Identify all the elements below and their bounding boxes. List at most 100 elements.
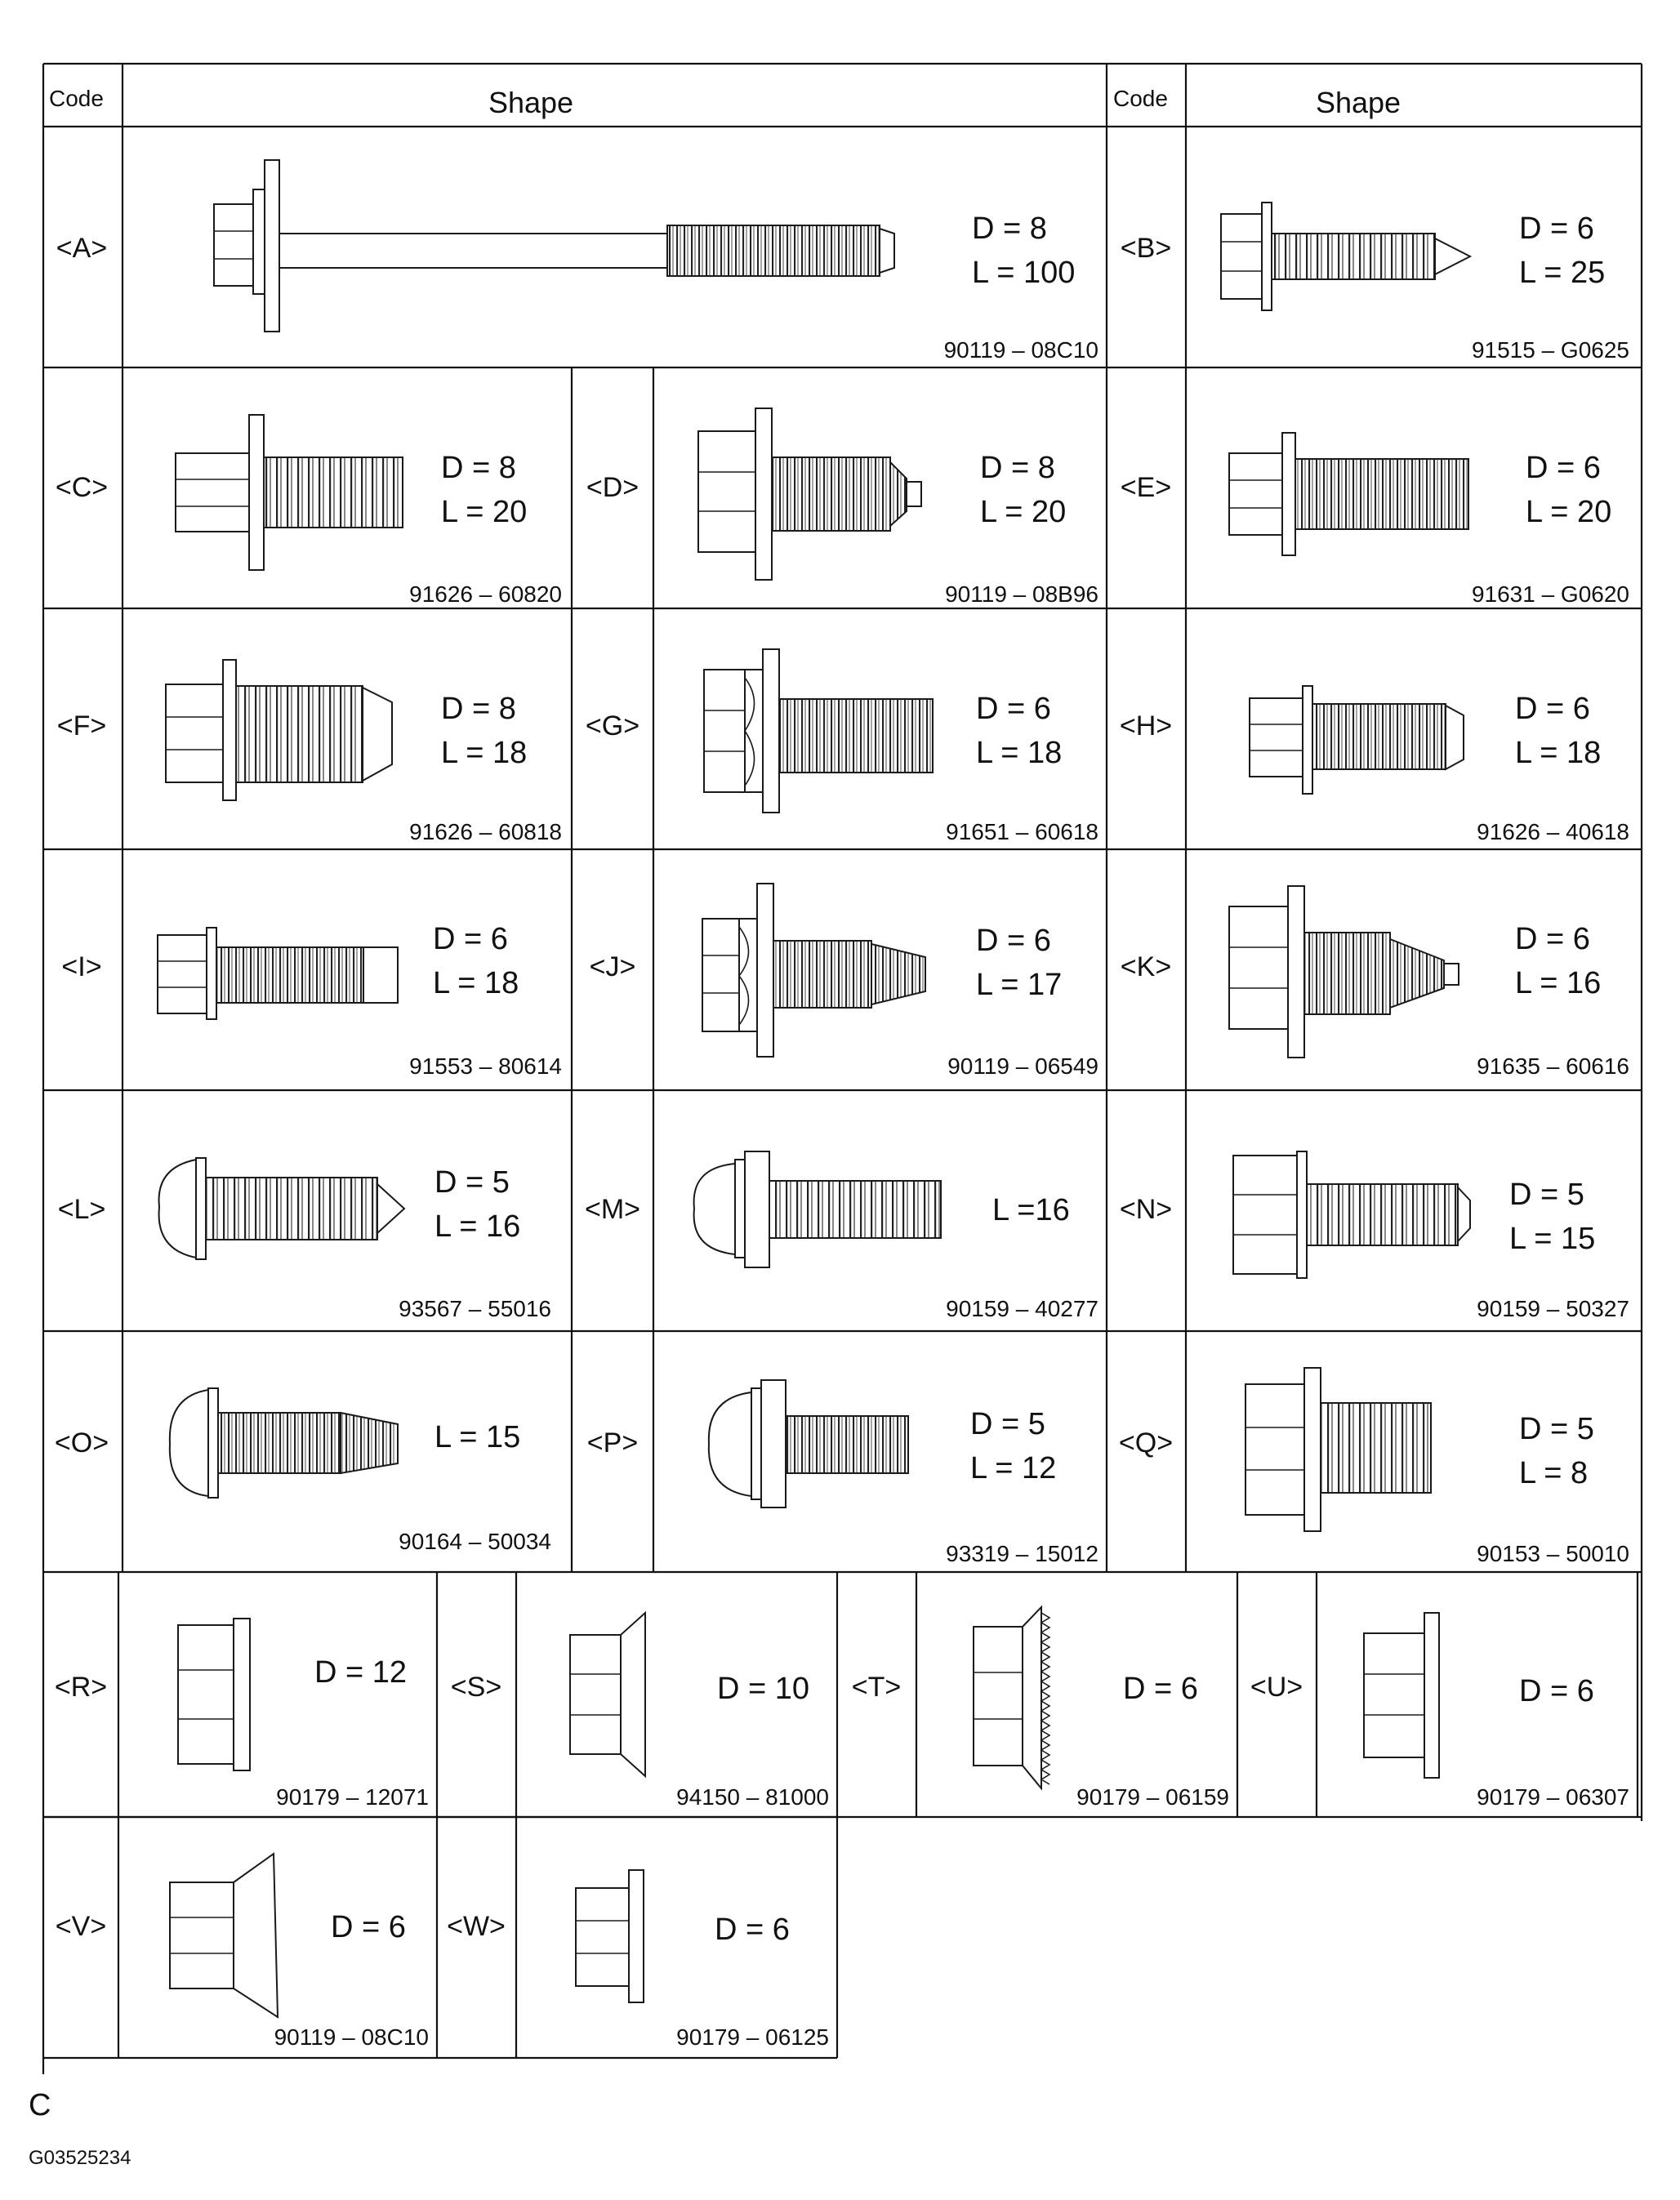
pan-head-screw-icon <box>168 1387 399 1499</box>
part-length: L = 20 <box>441 495 527 529</box>
part-code: <D> <box>586 472 639 503</box>
tapping-screw-icon <box>1220 202 1473 311</box>
part-code: <G> <box>586 710 639 741</box>
flange-bolt-icon <box>165 659 393 801</box>
section-letter: C <box>29 2088 51 2122</box>
part-code: <J> <box>590 951 636 982</box>
part-length: L = 18 <box>1515 736 1601 770</box>
part-code: <L> <box>58 1194 106 1225</box>
part-length: L = 100 <box>972 256 1075 290</box>
part-number: 93319 – 15012 <box>946 1541 1098 1566</box>
part-number: 91626 – 60818 <box>409 819 562 844</box>
part-number: 90159 – 40277 <box>946 1296 1098 1321</box>
part-diameter: D = 5 <box>970 1407 1045 1441</box>
part-number: 91515 – G0625 <box>1472 337 1629 363</box>
part-number: 91635 – 60616 <box>1477 1053 1629 1079</box>
part-length: L = 18 <box>976 736 1062 770</box>
part-code: <F> <box>57 710 106 741</box>
hex-tapping-screw-icon <box>1232 1151 1471 1279</box>
part-number: 90119 – 06549 <box>947 1053 1098 1079</box>
part-length: L = 15 <box>1509 1222 1595 1256</box>
washer-bolt-icon <box>175 414 403 571</box>
part-number: 93567 – 55016 <box>399 1296 551 1321</box>
pan-head-washer-screw-icon <box>693 1151 942 1268</box>
washer-bolt-tapered-icon <box>1228 885 1459 1058</box>
pan-head-washer-screw-icon <box>707 1379 909 1508</box>
part-diameter: D = 5 <box>434 1165 510 1200</box>
header-code-right: Code <box>1113 86 1168 111</box>
flange-nut-icon <box>575 1869 644 2003</box>
pan-head-tapping-screw-icon <box>158 1157 406 1260</box>
part-diameter: D = 6 <box>1519 212 1594 246</box>
part-length: L = 12 <box>970 1451 1056 1485</box>
flange-bolt-icon <box>1249 685 1464 795</box>
part-number: 90119 – 08B96 <box>945 581 1098 607</box>
part-code: <H> <box>1120 710 1172 741</box>
flange-bolt-icon <box>157 927 399 1020</box>
part-length: L = 20 <box>980 495 1066 529</box>
part-diameter: D = 6 <box>1515 922 1590 956</box>
part-code: <S> <box>451 1672 501 1703</box>
part-length: L =16 <box>992 1193 1070 1227</box>
part-number: 90119 – 08C10 <box>944 337 1098 363</box>
part-diameter: D = 6 <box>976 692 1051 726</box>
part-code: <R> <box>55 1672 107 1703</box>
part-length: L = 17 <box>976 968 1062 1002</box>
part-number: 94150 – 81000 <box>676 1784 829 1810</box>
part-code: <K> <box>1121 951 1171 982</box>
part-length: L = 25 <box>1519 256 1605 290</box>
part-length: L = 18 <box>441 736 527 770</box>
part-number: 90119 – 08C10 <box>274 2024 429 2050</box>
part-length: L = 15 <box>434 1420 520 1454</box>
spring-washer-bolt-icon <box>703 648 934 813</box>
part-code: <W> <box>447 1911 506 1942</box>
part-diameter: D = 8 <box>441 692 516 726</box>
part-number: 90153 – 50010 <box>1477 1541 1629 1566</box>
part-length: L = 16 <box>1515 966 1601 1000</box>
flange-nut-icon <box>1363 1612 1440 1779</box>
part-code: <B> <box>1121 233 1171 264</box>
part-diameter: D = 6 <box>331 1910 406 1944</box>
part-number: 90179 – 12071 <box>276 1784 429 1810</box>
flange-bolt-long-icon <box>213 159 895 332</box>
flange-nut-icon <box>177 1618 251 1771</box>
part-diameter: D = 6 <box>433 922 508 956</box>
part-diameter: D = 6 <box>1519 1674 1594 1708</box>
part-number: 91626 – 40618 <box>1477 819 1629 844</box>
part-number: 91631 – G0620 <box>1472 581 1629 607</box>
part-diameter: D = 6 <box>1515 692 1590 726</box>
part-number: 91651 – 60618 <box>946 819 1098 844</box>
part-number: 90179 – 06125 <box>676 2024 829 2050</box>
part-diameter: D = 10 <box>717 1672 809 1706</box>
part-number: 91553 – 80614 <box>409 1053 562 1079</box>
serrated-flange-nut-icon <box>973 1605 1051 1791</box>
part-code: <E> <box>1121 472 1171 503</box>
header-shape-right: Shape <box>1316 86 1401 119</box>
part-diameter: D = 12 <box>314 1655 407 1690</box>
washer-bolt-icon <box>1228 432 1469 556</box>
part-length: L = 20 <box>1526 495 1611 529</box>
flange-hex-screw-icon <box>1245 1367 1432 1532</box>
part-number: 90164 – 50034 <box>399 1529 551 1554</box>
part-code: <V> <box>56 1911 106 1942</box>
part-code: <P> <box>587 1427 638 1459</box>
cone-washer-nut-icon <box>169 1852 279 2019</box>
part-length: L = 16 <box>434 1209 520 1244</box>
part-diameter: D = 6 <box>1123 1672 1198 1706</box>
part-diameter: D = 8 <box>980 451 1055 485</box>
header-code-left: Code <box>49 86 104 111</box>
part-code: <C> <box>56 472 108 503</box>
part-diameter: D = 5 <box>1519 1412 1594 1446</box>
table-grid <box>42 62 1643 2074</box>
part-number: 91626 – 60820 <box>409 581 562 607</box>
spring-washer-bolt-tapered-icon <box>702 883 926 1058</box>
part-diameter: D = 6 <box>1526 451 1601 485</box>
header-shape-left: Shape <box>488 86 573 119</box>
part-code: <I> <box>61 951 101 982</box>
washer-bolt-tapered-icon <box>697 407 922 581</box>
part-code: <Q> <box>1119 1427 1173 1459</box>
part-diameter: D = 8 <box>972 212 1047 246</box>
part-code: <A> <box>56 233 107 264</box>
part-diameter: D = 5 <box>1509 1178 1584 1212</box>
